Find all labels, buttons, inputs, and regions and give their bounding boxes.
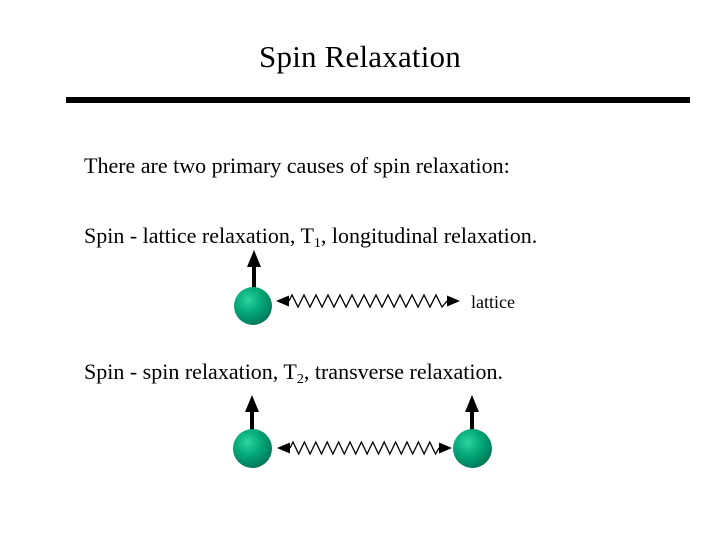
spin-up-arrow-left-icon <box>238 395 266 437</box>
spin-spin-text: Spin - spin relaxation, T2, transverse r… <box>84 358 503 390</box>
spin-sphere-right-icon <box>453 429 492 468</box>
spin-lattice-text: Spin - lattice relaxation, T1, longitudi… <box>84 222 537 254</box>
lattice-label: lattice <box>471 292 515 312</box>
spin-sphere-icon <box>234 287 272 325</box>
intro-text: There are two primary causes of spin rel… <box>84 153 510 178</box>
page-title: Spin Relaxation <box>259 39 461 74</box>
spin-spin-prefix: Spin - spin relaxation, T <box>84 359 297 384</box>
arrow-shaft <box>470 409 474 437</box>
spin-sphere-left-icon <box>233 429 272 468</box>
spin-up-arrow-icon <box>240 250 268 292</box>
spin-lattice-suffix: , longitudinal relaxation. <box>320 223 538 248</box>
arrowhead-icon <box>245 395 259 412</box>
coupling-zigzag-arrow-icon <box>276 291 460 311</box>
coupling-zigzag-arrow-icon <box>277 438 452 458</box>
spin-up-arrow-right-icon <box>458 395 486 437</box>
arrow-shaft <box>250 409 254 437</box>
spin-lattice-subscript: 1 <box>313 236 321 251</box>
spin-lattice-prefix: Spin - lattice relaxation, T <box>84 223 314 248</box>
title-divider-rule <box>66 97 690 103</box>
spin-spin-suffix: , transverse relaxation. <box>303 359 503 384</box>
spin-spin-subscript: 2 <box>296 372 304 387</box>
arrowhead-icon <box>465 395 479 412</box>
arrow-shaft <box>252 264 256 292</box>
